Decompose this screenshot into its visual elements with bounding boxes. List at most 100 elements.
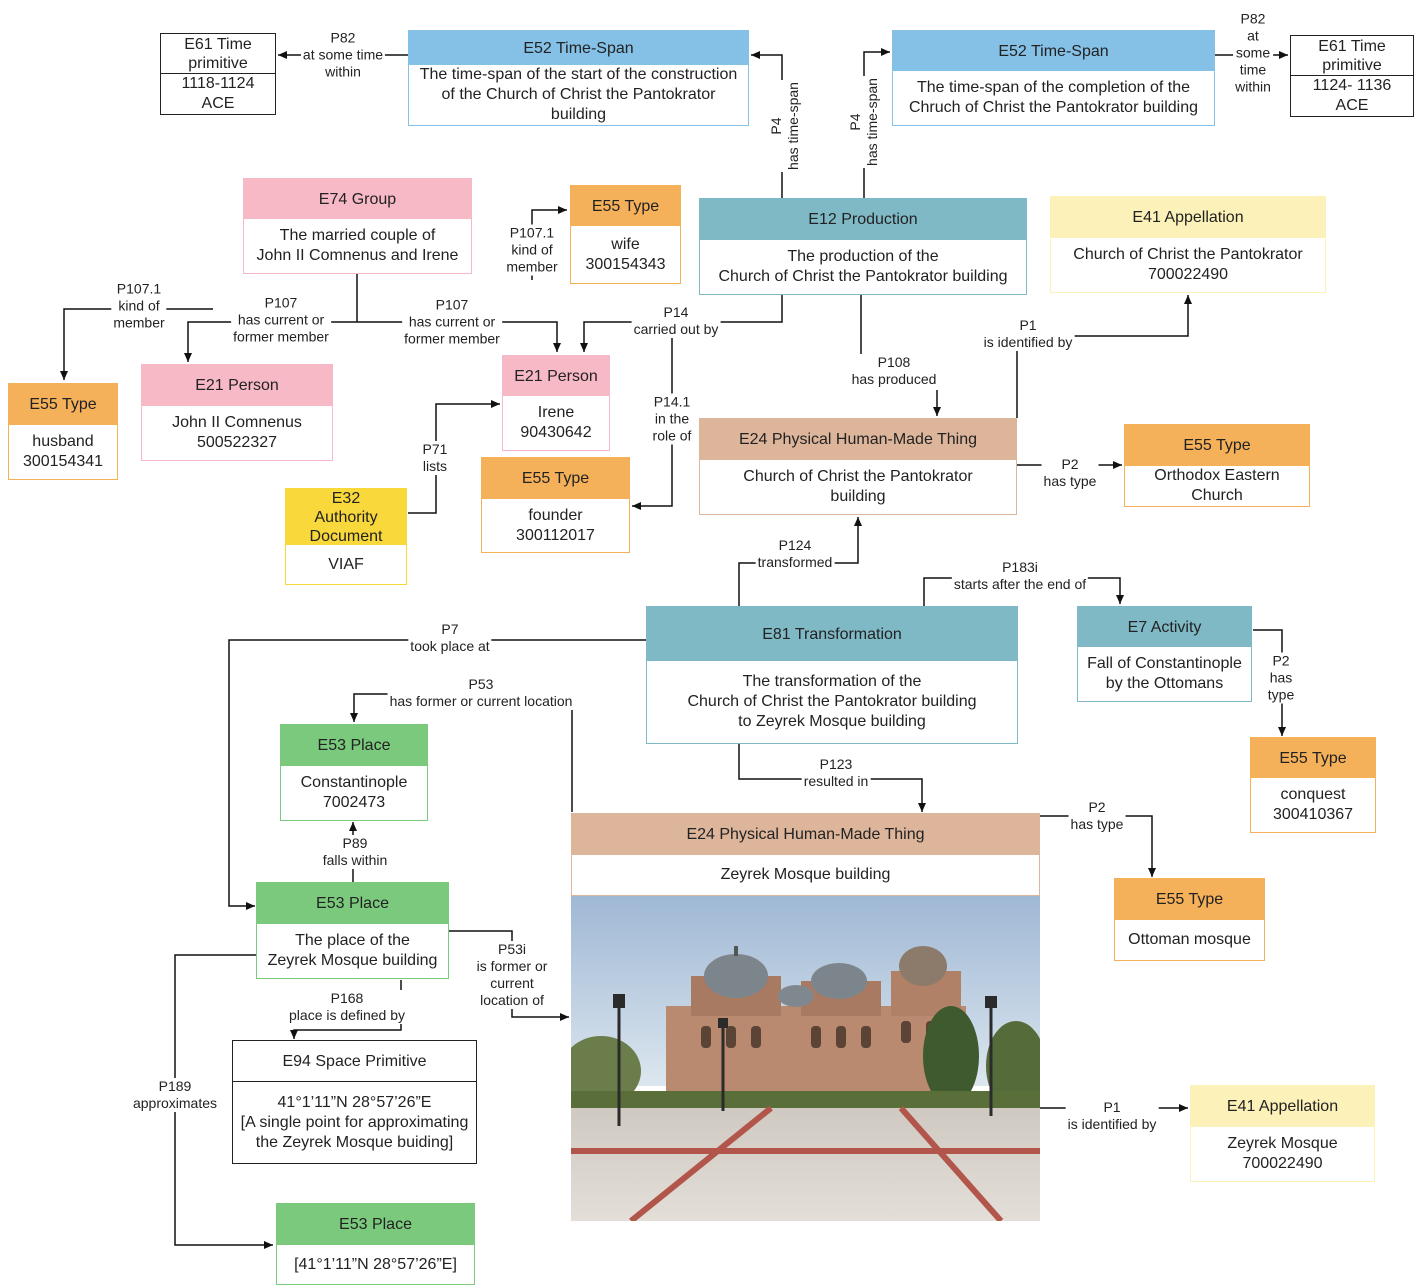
node-e53-place-coordinates[interactable]: E53 Place [41°1’11”N 28°57’26”E]	[276, 1203, 475, 1285]
node-body: 41°1’11”N 28°57’26”E [A single point for…	[240, 1093, 469, 1151]
node-e61-time-primitive-right[interactable]: E61 Time primitive 1124- 1136 ACE	[1290, 35, 1414, 117]
edge-label-p107b: P107 has current or former member	[402, 296, 502, 348]
node-header: E12 Production	[700, 199, 1026, 240]
node-body: [41°1’11”N 28°57’26”E]	[294, 1255, 457, 1273]
node-e41-appellation-mosque[interactable]: E41 Appellation Zeyrek Mosque 700022490	[1190, 1085, 1375, 1182]
node-header: E55 Type	[482, 458, 629, 499]
node-e55-type-ottoman[interactable]: E55 Type Ottoman mosque	[1114, 878, 1265, 961]
node-body: Irene 90430642	[520, 404, 592, 441]
node-e52-time-span-completion[interactable]: E52 Time-Span The time-span of the compl…	[892, 30, 1215, 126]
node-body: The time-span of the completion of the C…	[908, 79, 1199, 116]
node-e94-space-primitive[interactable]: E94 Space Primitive 41°1’11”N 28°57’26”E…	[232, 1040, 477, 1164]
node-header: E53 Place	[281, 725, 427, 766]
node-header: E55 Type	[1251, 738, 1375, 778]
node-header: E53 Place	[277, 1204, 474, 1245]
node-body: 1118-1124 ACE	[181, 75, 255, 112]
node-e12-production[interactable]: E12 Production The production of the Chu…	[699, 198, 1027, 295]
node-header: E41 Appellation	[1191, 1086, 1374, 1127]
edge-label-p53i: P53i is former or current location of	[474, 941, 550, 1009]
node-body: Zeyrek Mosque 700022490	[1227, 1135, 1338, 1172]
node-e55-type-orthodox[interactable]: E55 Type Orthodox Eastern Church	[1124, 424, 1310, 507]
node-header: E24 Physical Human-Made Thing	[572, 814, 1039, 855]
edge-label-p123: P123 resulted in	[801, 756, 871, 790]
edge-label-p71: P71 lists	[420, 441, 450, 475]
node-e41-appellation-church[interactable]: E41 Appellation Church of Christ the Pan…	[1050, 196, 1326, 293]
node-e24-mosque[interactable]: E24 Physical Human-Made Thing Zeyrek Mos…	[571, 813, 1040, 896]
edge-label-p1071b: P107.1 kind of member	[111, 280, 167, 332]
node-e55-type-wife[interactable]: E55 Type wife 300154343	[570, 185, 681, 284]
node-e53-place-constantinople[interactable]: E53 Place Constantinople 7002473	[280, 724, 428, 821]
node-e53-place-zeyrek[interactable]: E53 Place The place of the Zeyrek Mosque…	[256, 882, 449, 979]
node-header: E21 Person	[142, 365, 332, 406]
edge-label-p1071a: P107.1 kind of member	[504, 224, 560, 276]
edge-label-p82a: P82 at some time within	[300, 29, 386, 81]
node-body: founder 300112017	[516, 506, 595, 544]
node-body: Church of Christ the Pantokrator 7000224…	[1073, 246, 1303, 283]
node-body: VIAF	[328, 555, 364, 573]
edge-label-p7: P7 took place at	[408, 621, 492, 655]
node-header: E55 Type	[9, 384, 117, 425]
node-e21-person-irene[interactable]: E21 Person Irene 90430642	[502, 355, 610, 451]
node-header: E61 Time primitive	[1291, 36, 1413, 76]
node-e7-activity[interactable]: E7 Activity Fall of Constantinople by th…	[1077, 606, 1252, 702]
node-header: E53 Place	[257, 883, 448, 924]
node-e55-type-conquest[interactable]: E55 Type conquest 300410367	[1250, 737, 1376, 833]
node-e81-transformation[interactable]: E81 Transformation The transformation of…	[646, 606, 1018, 744]
node-e21-person-john[interactable]: E21 Person John II Comnenus 500522327	[141, 364, 333, 461]
edge-label-p89: P89 falls within	[320, 835, 390, 869]
node-header: E7 Activity	[1078, 607, 1251, 647]
node-e24-church[interactable]: E24 Physical Human-Made Thing Church of …	[699, 418, 1017, 515]
edge-label-p53: P53 has former or current location	[387, 676, 575, 710]
node-body: The married couple of John II Comnenus a…	[256, 227, 459, 264]
node-e52-time-span-start[interactable]: E52 Time-Span The time-span of the start…	[408, 30, 749, 126]
node-e74-group[interactable]: E74 Group The married couple of John II …	[243, 178, 472, 274]
edge-p1a	[1016, 295, 1192, 418]
edge-label-p168: P168 place is defined by	[287, 990, 407, 1024]
edge-label-p107a: P107 has current or former member	[231, 294, 331, 346]
node-e61-time-primitive-left[interactable]: E61 Time primitive 1118-1124 ACE	[160, 33, 276, 115]
node-body: Fall of Constantinople by the Ottomans	[1087, 655, 1242, 692]
node-e55-type-founder[interactable]: E55 Type founder 300112017	[481, 457, 630, 553]
node-body: Zeyrek Mosque building	[720, 866, 891, 883]
node-body: 1124- 1136 ACE	[1312, 77, 1392, 114]
node-body: Ottoman mosque	[1128, 931, 1251, 948]
edge-label-p4a: P4 has time-span	[768, 80, 802, 172]
node-body: Constantinople 7002473	[300, 774, 408, 811]
node-body: Orthodox Eastern Church	[1154, 467, 1280, 504]
edge-label-p4b: P4 has time-span	[847, 76, 881, 168]
edge-label-p1a: P1 is identified by	[981, 317, 1075, 351]
edge-label-p183i: P183i starts after the end of	[951, 559, 1089, 593]
node-body: The place of the Zeyrek Mosque building	[267, 932, 438, 969]
node-header: E32 Authority Document	[286, 489, 406, 545]
edge-label-p124: P124 transformed	[755, 537, 835, 571]
node-body: husband 300154341	[22, 433, 104, 470]
node-e55-type-husband[interactable]: E55 Type husband 300154341	[8, 383, 118, 480]
node-header: E94 Space Primitive	[233, 1041, 476, 1082]
node-header: E55 Type	[1125, 425, 1309, 466]
edge-label-p189: P189 approximates	[130, 1078, 220, 1112]
node-body: The production of the Church of Christ t…	[718, 248, 1008, 285]
edge-label-p82b: P82 at some time within	[1233, 10, 1273, 96]
edge-label-p14: P14 carried out by	[631, 304, 721, 338]
edge-label-p2c: P2 has type	[1068, 799, 1126, 833]
edge-label-p2a: P2 has type	[1041, 456, 1099, 490]
node-body: The transformation of the Church of Chri…	[687, 673, 977, 730]
edge-label-p1b: P1 is identified by	[1065, 1099, 1159, 1133]
node-body: Church of Christ the Pantokrator buildin…	[743, 468, 973, 505]
node-body: John II Comnenus 500522327	[172, 414, 302, 451]
node-header: E55 Type	[1115, 879, 1264, 920]
node-header: E61 Time primitive	[161, 34, 275, 74]
node-header: E41 Appellation	[1051, 197, 1325, 238]
zeyrek-mosque-photo	[571, 896, 1040, 1221]
node-header: E52 Time-Span	[893, 31, 1214, 71]
node-body: wife 300154343	[585, 235, 666, 273]
node-body: conquest 300410367	[1272, 786, 1354, 823]
node-header: E81 Transformation	[647, 607, 1017, 661]
edge-label-p108: P108 has produced	[849, 354, 939, 388]
node-e32-authority-document[interactable]: E32 Authority Document VIAF	[285, 488, 407, 585]
edge-label-p2b: P2 has type	[1265, 652, 1297, 704]
node-header: E24 Physical Human-Made Thing	[700, 419, 1016, 460]
node-header: E55 Type	[571, 186, 680, 226]
node-header: E74 Group	[244, 179, 471, 219]
edge-label-p141: P14.1 in the role of	[650, 393, 694, 445]
